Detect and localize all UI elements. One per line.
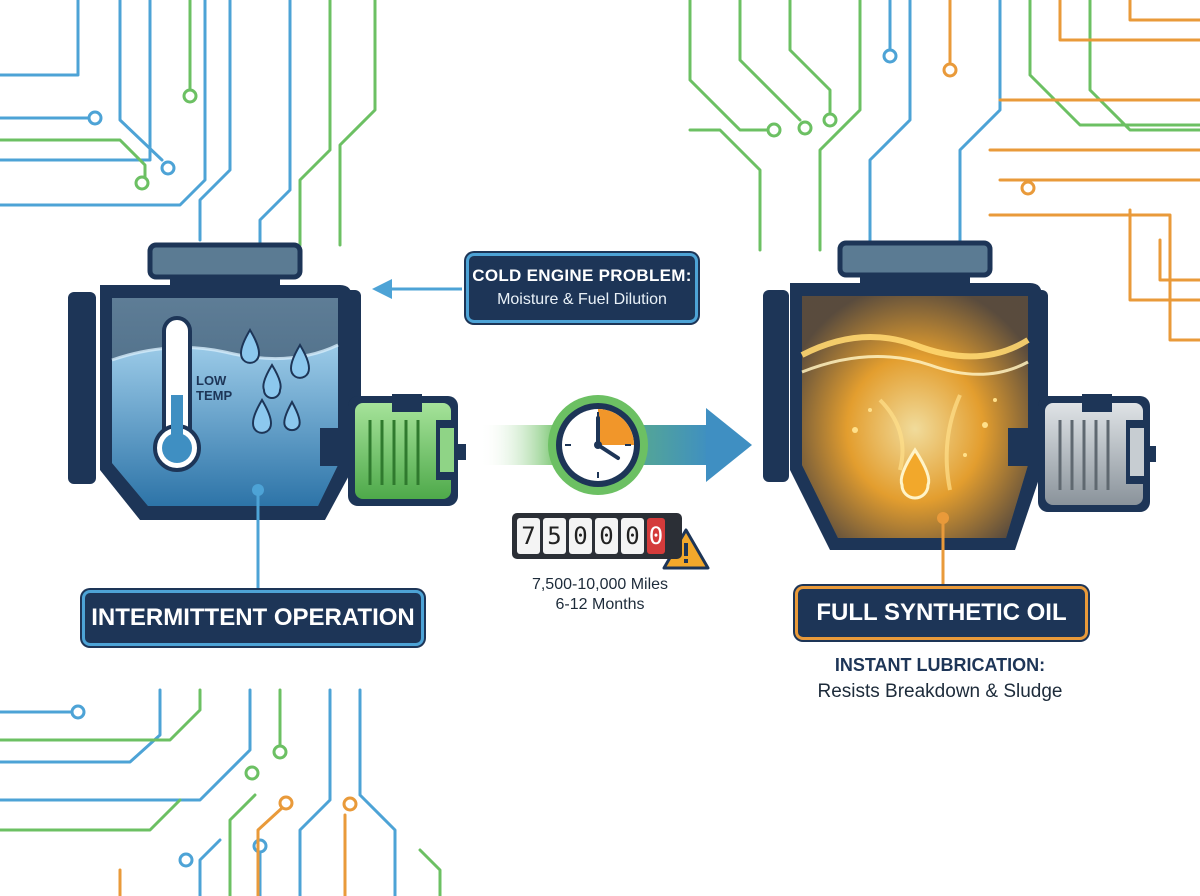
odometer-digit: 5 — [543, 518, 566, 554]
odometer-digit: 7 — [517, 518, 540, 554]
left-motor — [320, 394, 466, 506]
benefit-title: INSTANT LUBRICATION: — [834, 655, 1046, 675]
odometer-digit: 0 — [647, 518, 665, 554]
thermometer-icon — [153, 316, 201, 472]
right-engine — [763, 240, 1048, 588]
right-motor — [1008, 394, 1156, 512]
months-text: 6-12 Months — [555, 596, 645, 613]
cold-engine-problem-callout: COLD ENGINE PROBLEM: Moisture & Fuel Dil… — [466, 253, 698, 323]
water-droplet-icons — [240, 328, 310, 434]
odometer-digit: 0 — [621, 518, 644, 554]
problem-title: COLD ENGINE PROBLEM: — [472, 266, 692, 285]
clock-icon — [548, 395, 648, 495]
problem-arrow — [372, 279, 462, 299]
mileage-text: 7,500-10,000 Miles — [531, 576, 669, 593]
mileage-caption: 7,500-10,000 Miles 6-12 Months — [480, 575, 720, 615]
full-synthetic-oil-label: FULL SYNTHETIC OIL — [795, 586, 1088, 640]
odometer-digit: 0 — [569, 518, 592, 554]
benefit-subtitle: Resists Breakdown & Sludge — [817, 681, 1063, 702]
intermittent-operation-label: INTERMITTENT OPERATION — [82, 590, 424, 646]
left-engine — [68, 242, 361, 595]
problem-subtitle: Moisture & Fuel Dilution — [497, 291, 667, 308]
odometer-digit: 0 — [595, 518, 618, 554]
